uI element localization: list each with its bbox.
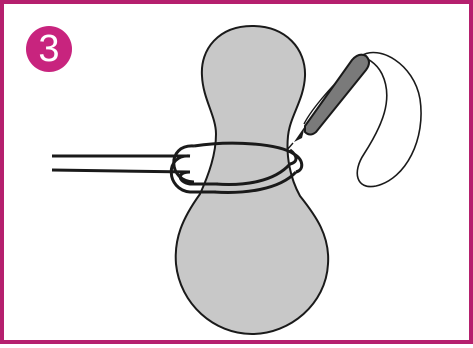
step-number-badge: 3 bbox=[26, 26, 72, 72]
needle-icon bbox=[286, 53, 370, 151]
thread-loop bbox=[356, 51, 422, 188]
gourd-wrapping-diagram bbox=[51, 24, 422, 336]
left-thread-bottom bbox=[51, 168, 191, 174]
waist-wrap bbox=[169, 141, 304, 194]
gourd-shape bbox=[174, 24, 330, 336]
